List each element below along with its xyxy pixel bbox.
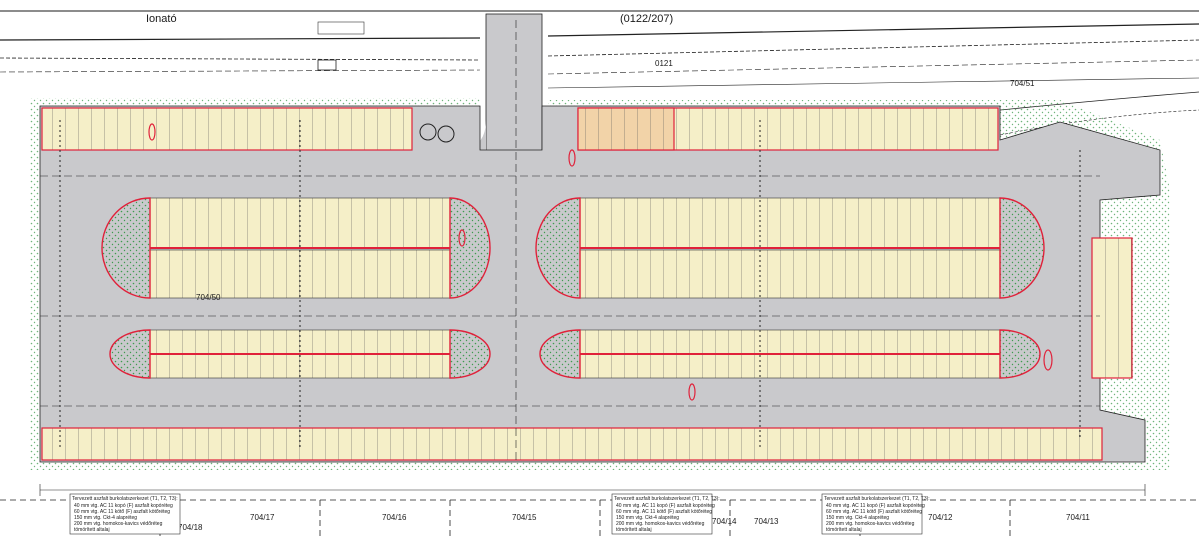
svg-text:40 mm vtg. AC 11 kopó (F) aszf: 40 mm vtg. AC 11 kopó (F) aszfalt kopóré… [74,503,173,509]
svg-text:200 mm vtg. homokos-kavics véd: 200 mm vtg. homokos-kavics védőréteg [74,521,163,527]
svg-text:200 mm vtg. homokos-kavics véd: 200 mm vtg. homokos-kavics védőréteg [826,521,915,527]
stall-row-top-left [41,107,413,151]
parcel-top-label: 0121 [655,59,673,68]
legend-note-3: Tervezett aszfalt burkolatszerkezet (T1,… [821,493,930,535]
parcel-label: 704/13 [754,517,779,526]
stall-row-bottom [41,427,1103,461]
svg-text:Tervezett aszfalt burkolatszer: Tervezett aszfalt burkolatszerkezet (T1,… [72,496,178,502]
svg-text:tömörített altalaj: tömörített altalaj [826,527,862,533]
existing-road-lines [0,23,1199,136]
dimension-line [39,484,1146,496]
parcel-label: 704/12 [928,513,953,522]
bottom-parcel-labels: 704/18 704/17 704/16 704/15 704/14 704/1… [178,513,1090,532]
utility-features [59,120,1081,450]
street-name-label: Ionató [146,13,177,25]
stall-block-highlight [577,107,675,151]
svg-text:60 mm vtg. AC 11 kötő (F) aszf: 60 mm vtg. AC 11 kötő (F) aszfalt kötőré… [74,509,170,515]
parcel-label: 704/17 [250,513,275,522]
parking-rows [41,107,1133,461]
stall-column-right [1091,237,1133,379]
svg-text:150 mm vtg. Ckt-4 alapréteg: 150 mm vtg. Ckt-4 alapréteg [74,515,137,521]
parcel-top-right-label: 704/51 [1010,79,1035,88]
parcel-label: 704/14 [712,517,737,526]
red-markers [148,123,1053,401]
aisle-centerlines [40,20,1100,460]
road-code-label: (0122/207) [620,13,673,25]
legend-note-2: Tervezett aszfalt burkolatszerkezet (T1,… [611,493,720,535]
parcel-label: 704/15 [512,513,537,522]
parking-islands [101,197,1045,379]
parcel-center-label: 704/50 [196,293,221,302]
legend-note-1: Tervezett aszfalt burkolatszerkezet (T1,… [69,493,181,535]
svg-text:150 mm vtg. Ckt-4 alapréteg: 150 mm vtg. Ckt-4 alapréteg [826,515,889,521]
svg-text:40 mm vtg. AC 11 kopó (F) aszf: 40 mm vtg. AC 11 kopó (F) aszfalt kopóré… [826,503,925,509]
svg-text:Tervezett aszfalt burkolatszer: Tervezett aszfalt burkolatszerkezet (T1,… [614,496,720,502]
svg-text:Tervezett aszfalt burkolatszer: Tervezett aszfalt burkolatszerkezet (T1,… [824,496,930,502]
svg-text:40 mm vtg. AC 11 kopó (F) aszf: 40 mm vtg. AC 11 kopó (F) aszfalt kopóré… [616,503,715,509]
svg-text:150 mm vtg. Ckt-4 alapréteg: 150 mm vtg. Ckt-4 alapréteg [616,515,679,521]
svg-text:60 mm vtg. AC 11 kötő (F) aszf: 60 mm vtg. AC 11 kötő (F) aszfalt kötőré… [616,509,712,515]
road-width-box [317,21,365,35]
title-strip: Ionató (0122/207) 0121 [0,10,1199,68]
parcel-label: 704/18 [178,523,203,532]
svg-text:60 mm vtg. AC 11 kötő (F) aszf: 60 mm vtg. AC 11 kötő (F) aszfalt kötőré… [826,509,922,515]
svg-text:tömörített altalaj: tömörített altalaj [74,527,110,533]
parcel-label: 704/11 [1066,513,1090,522]
parcel-label: 704/16 [382,513,407,522]
access-road [485,13,543,161]
svg-text:tömörített altalaj: tömörített altalaj [616,527,652,533]
svg-text:200 mm vtg. homokos-kavics véd: 200 mm vtg. homokos-kavics védőréteg [616,521,705,527]
